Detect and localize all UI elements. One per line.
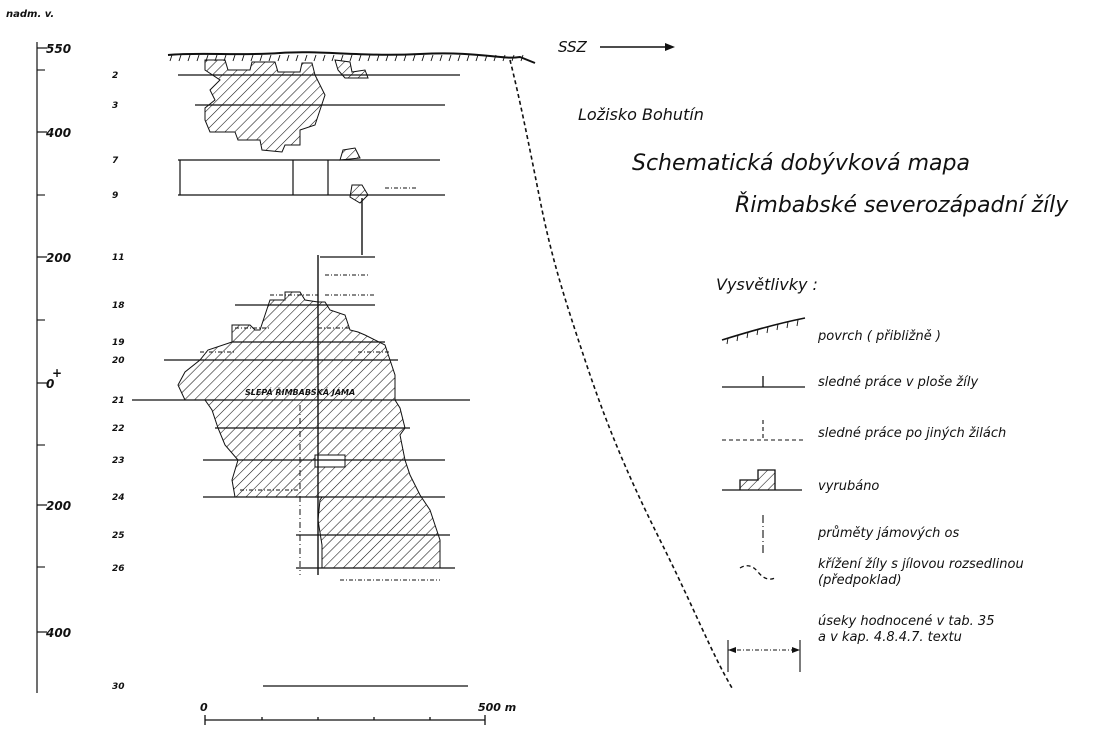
surface-hachure xyxy=(448,54,452,62)
surface-hachure xyxy=(277,54,281,62)
level-label: 25 xyxy=(112,531,125,541)
mined-areas xyxy=(177,59,441,569)
surface-hachure xyxy=(385,54,389,62)
level-label: 3 xyxy=(112,101,118,111)
title-line-1: Schematická dobývková mapa xyxy=(632,151,970,176)
surface-hachure xyxy=(394,54,398,62)
shaft-label: SLEPÁ ŘIMBABSKÁ JÁMA xyxy=(245,386,355,397)
fault-line xyxy=(509,59,733,689)
level-label: 20 xyxy=(112,356,125,366)
scale-bar-start: 0 xyxy=(200,701,208,714)
zero-marker-icon: + xyxy=(52,366,62,380)
legend-label-evaluated-sections-2: a v kap. 4.8.4.7. textu xyxy=(818,630,962,645)
surface-hachure xyxy=(322,54,326,62)
surface-hachure xyxy=(187,54,191,62)
surface-hachure xyxy=(502,54,506,62)
legend-label-mined: vyrubáno xyxy=(818,479,879,494)
surface-hachure xyxy=(232,54,236,62)
legend-symbol-evaluated-sections xyxy=(727,640,801,672)
level-label: 18 xyxy=(112,301,125,311)
legend-label-fault-crossing: křížení žíly s jílovou rozsedlinou xyxy=(818,557,1024,572)
surface-line xyxy=(167,51,536,64)
surface-hachure xyxy=(286,54,290,62)
surface-hachure xyxy=(412,54,416,62)
surface-hachure xyxy=(313,54,317,62)
elevation-label: 400 xyxy=(45,126,71,140)
scale-bar-end: 500 m xyxy=(478,701,516,714)
direction-indicator: SSZ xyxy=(558,38,675,56)
legend-label-drifts-other: sledné práce po jiných žilách xyxy=(818,426,1006,441)
level-label: 19 xyxy=(112,338,125,348)
legend-label-fault-crossing-2: (předpoklad) xyxy=(818,573,902,588)
level-label: 7 xyxy=(112,156,119,166)
level-label: 11 xyxy=(112,253,125,263)
legend-symbol-fault-crossing xyxy=(739,565,776,580)
legend-symbol-drifts-vein xyxy=(722,376,805,388)
title-line-2: Řimbabské severozápadní žíly xyxy=(735,192,1069,218)
legend-symbol-mined xyxy=(722,469,802,491)
surface-hachure xyxy=(331,54,335,62)
level-label: 24 xyxy=(112,493,125,503)
surface-hachure xyxy=(250,54,254,62)
evaluated-section-markers xyxy=(200,187,440,581)
surface-hachure xyxy=(520,54,524,62)
elevation-label: 200 xyxy=(46,251,71,265)
surface-hachure xyxy=(493,54,497,62)
surface-hachure xyxy=(241,54,245,62)
level-label: 23 xyxy=(112,456,125,466)
surface-hachure xyxy=(340,54,344,62)
level-label: 30 xyxy=(112,682,125,692)
elevation-axis: nadm. v. 550 400 200 0+200 400 xyxy=(6,9,71,693)
surface-hachure xyxy=(475,54,479,62)
surface-hachure xyxy=(304,54,308,62)
surface-hachure xyxy=(430,54,434,62)
deposit-name: Ložisko Bohutín xyxy=(578,105,704,124)
level-label: 22 xyxy=(112,424,125,434)
legend-heading: Vysvětlivky : xyxy=(716,275,818,294)
surface-hachure xyxy=(259,54,263,62)
surface-hachure xyxy=(421,54,425,62)
legend: Vysvětlivky : povrch ( přibližně ) sledn… xyxy=(716,275,1024,672)
surface-hachure xyxy=(439,54,443,62)
legend-label-evaluated-sections: úseky hodnocené v tab. 35 xyxy=(818,614,994,629)
elevation-label: 400 xyxy=(45,626,71,640)
elevation-label: 550 xyxy=(46,42,71,56)
surface-hachure xyxy=(196,54,200,62)
surface-hachure xyxy=(367,54,371,62)
elevation-label: 200 xyxy=(46,499,71,513)
surface-hachure xyxy=(169,54,173,62)
scale-bar: 0 500 m xyxy=(200,701,516,725)
surface-hachure xyxy=(484,54,488,62)
level-label: 26 xyxy=(112,564,125,574)
surface-hachure xyxy=(511,54,515,62)
legend-label-drifts-vein: sledné práce v ploše žíly xyxy=(818,375,978,390)
surface-hachure xyxy=(457,54,461,62)
legend-symbol-drifts-other xyxy=(722,420,805,441)
surface-hachure xyxy=(268,54,272,62)
level-label: 21 xyxy=(112,396,125,406)
axis-header: nadm. v. xyxy=(6,9,54,20)
level-label: 2 xyxy=(112,71,118,81)
surface-hachure xyxy=(178,54,182,62)
legend-label-shaft-axes: průměty jámových os xyxy=(817,526,959,541)
surface-hachure xyxy=(466,54,470,62)
legend-symbol-surface xyxy=(721,317,806,345)
surface-hachure xyxy=(358,54,362,62)
surface-hachure xyxy=(376,54,380,62)
level-lines xyxy=(132,74,470,687)
legend-label-surface: povrch ( přibližně ) xyxy=(817,329,941,344)
shaft-lines xyxy=(179,160,363,575)
surface-hachure xyxy=(403,54,407,62)
level-label: 9 xyxy=(112,191,118,201)
elevation-label: 0 xyxy=(46,377,54,391)
surface-hachure xyxy=(295,54,299,62)
surface-hachure xyxy=(349,54,353,62)
direction-label: SSZ xyxy=(558,38,588,56)
